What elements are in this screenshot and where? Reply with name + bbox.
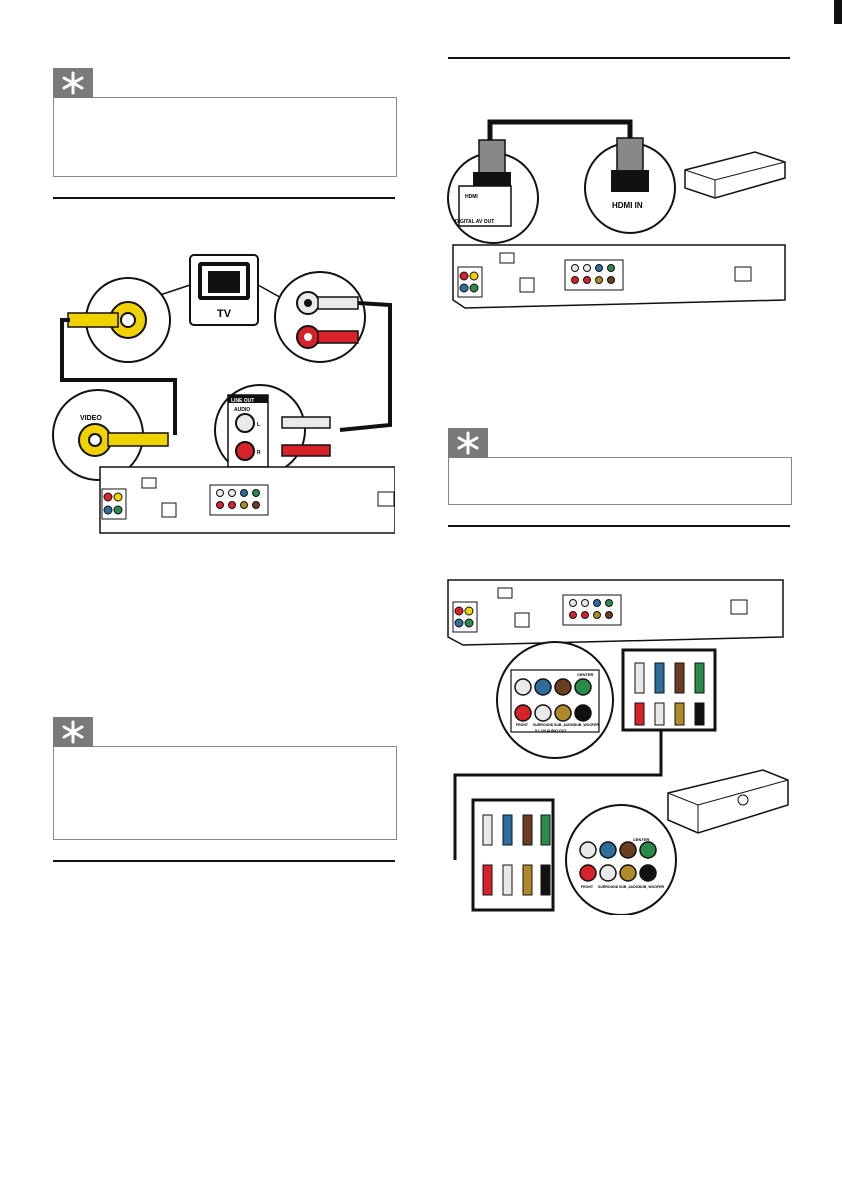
page-edge-marker bbox=[834, 0, 842, 24]
sub-woofer-label-2: SUB_WOOFER bbox=[639, 885, 665, 889]
channel-r-label: R bbox=[257, 450, 261, 456]
hdmi-label: HDMI bbox=[465, 194, 478, 200]
sub-audio-label: SUB_AUDIO bbox=[554, 723, 575, 727]
ch-audio-out-label: 5.1 CH AUDIO OUT bbox=[535, 729, 567, 733]
front-label: FRONT bbox=[516, 723, 529, 727]
multichannel-connection-diagram: CENTER FRONT SURROUND SUB_AUDIO SUB_WOOF… bbox=[447, 579, 789, 915]
amplifier-icon bbox=[667, 769, 789, 834]
audio-label: AUDIO bbox=[234, 407, 250, 413]
asterisk-tip-icon bbox=[62, 71, 84, 95]
sub-woofer-label: SUB_WOOFER bbox=[574, 723, 600, 727]
hdmi-in-label: HDMI IN bbox=[612, 201, 643, 210]
player-rear-panel bbox=[447, 579, 784, 646]
section-rule-3 bbox=[448, 57, 790, 59]
line-out-label: LINE OUT bbox=[231, 398, 254, 404]
front-label-2: FRONT bbox=[581, 885, 594, 889]
surround-label-2: SURROUND bbox=[598, 885, 619, 889]
amplifier-icon bbox=[684, 151, 786, 199]
section-rule-4 bbox=[448, 525, 790, 527]
tip-box-1 bbox=[53, 97, 397, 177]
rca-plug-icon bbox=[482, 814, 551, 896]
tip-tab-3 bbox=[448, 428, 488, 458]
digital-av-out-label: DIGITAL AV OUT bbox=[455, 219, 494, 225]
composite-connection-diagram: TV VIDEO LINE OUT AUDIO L R bbox=[52, 254, 395, 534]
tv-label: TV bbox=[217, 308, 232, 320]
video-label: VIDEO bbox=[80, 415, 102, 422]
tip-tab-1 bbox=[53, 68, 93, 98]
center-label: CENTER bbox=[577, 672, 594, 677]
player-rear-panel bbox=[452, 244, 786, 309]
section-rule-1 bbox=[53, 197, 395, 199]
asterisk-tip-icon bbox=[62, 720, 84, 744]
tip-box-2 bbox=[53, 746, 397, 840]
tv-audio-zoom bbox=[274, 271, 366, 363]
section-rule-2 bbox=[53, 860, 395, 862]
hdmi-connection-diagram: HDMI DIGITAL AV OUT HDMI IN bbox=[447, 119, 786, 309]
tip-box-3 bbox=[448, 457, 792, 505]
asterisk-tip-icon bbox=[457, 431, 479, 455]
player-rear-panel bbox=[99, 466, 395, 534]
tv-icon bbox=[189, 254, 259, 326]
rca-plug-icon bbox=[634, 662, 705, 726]
sub-audio-label-2: SUB_AUDIO bbox=[619, 885, 640, 889]
channel-l-label: L bbox=[257, 422, 260, 428]
surround-label: SURROUND bbox=[533, 723, 554, 727]
center-label-2: CENTER bbox=[633, 837, 650, 842]
tip-tab-2 bbox=[53, 717, 93, 747]
